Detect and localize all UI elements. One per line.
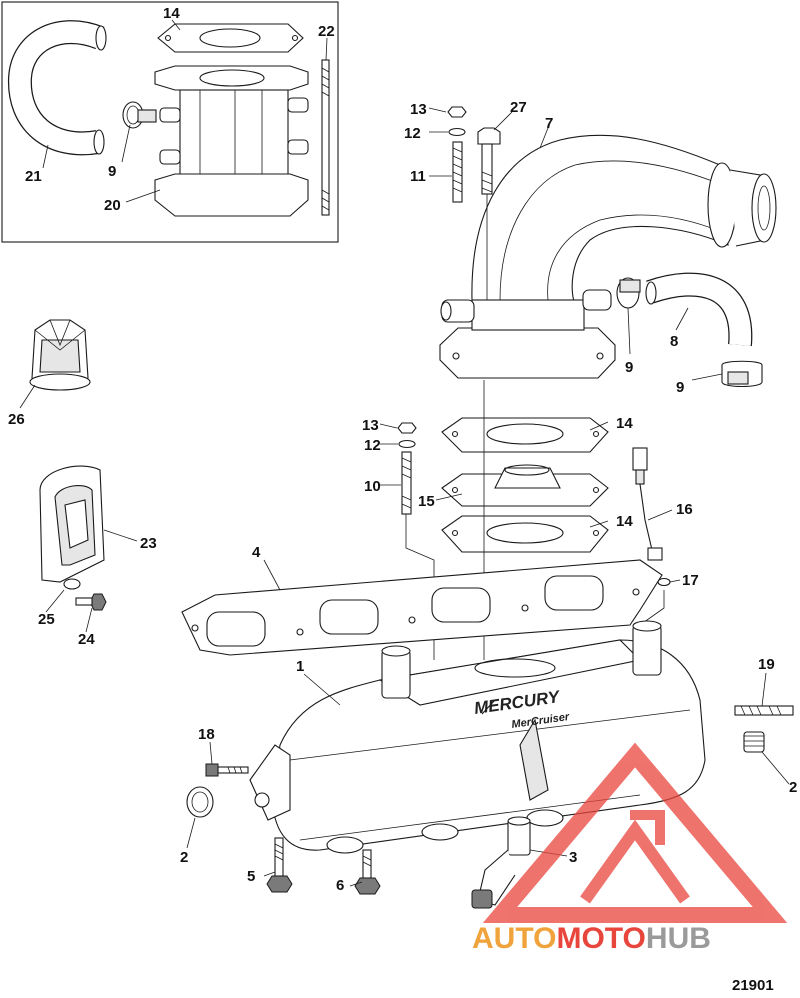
part-14-gasket-inset: [157, 23, 304, 53]
part-3-fitting: [471, 816, 531, 909]
inset-frame: [1, 1, 339, 243]
part-27-bolt: [477, 127, 501, 195]
part-8-hose-end: [645, 281, 657, 305]
callout-14-upper: 14: [616, 415, 633, 432]
callout-27: 27: [510, 99, 527, 116]
callout-25: 25: [38, 611, 55, 628]
part-8-hose: [646, 273, 752, 346]
callout-26: 26: [8, 411, 25, 428]
callout-18: 18: [198, 726, 215, 743]
callout-16: 16: [676, 501, 693, 518]
part-21-hose-end: [95, 25, 107, 51]
callout-21: 21: [25, 168, 42, 185]
part-11-stud-upper: [452, 141, 463, 203]
callout-2-right: 2: [789, 779, 797, 796]
part-2-plug-right: [743, 731, 765, 753]
part-19-stud: [734, 705, 794, 716]
callout-5: 5: [247, 868, 255, 885]
callout-7: 7: [545, 115, 553, 132]
callout-1: 1: [296, 658, 304, 675]
callout-19: 19: [758, 656, 775, 673]
part-6-bolt: [354, 849, 381, 895]
part-21-hose-fill: [9, 21, 104, 155]
leader-17: [639, 590, 665, 626]
part-10-stud: [401, 451, 412, 515]
part-24-bolt: [75, 593, 107, 611]
callout-23: 23: [140, 535, 157, 552]
callout-20: 20: [104, 197, 121, 214]
callout-9-lower: 9: [676, 379, 684, 396]
part-14-gasket-lower: [441, 515, 609, 553]
callout-24: 24: [78, 631, 95, 648]
callout-9-inset: 9: [108, 163, 116, 180]
callout-14-inset: 14: [163, 5, 180, 22]
part-4-manifold-gasket: [181, 559, 663, 656]
part-15-spacer: [441, 464, 609, 507]
part-2-plug-left: [186, 786, 214, 818]
watermark-moto: MOTO: [556, 922, 645, 955]
part-17-o-ring: [657, 577, 671, 587]
callout-12-lower: 12: [364, 437, 381, 454]
part-20-water-box: [154, 65, 309, 217]
watermark-triangle-icon: [482, 742, 788, 923]
callout-14-lower: 14: [616, 513, 633, 530]
part-9-clamp-lower: [721, 360, 763, 388]
part-18-bolt: [205, 763, 249, 777]
part-16-sensor: [632, 447, 663, 561]
part-25-washer: [63, 578, 81, 590]
part-26-flapper-valve: [29, 319, 91, 391]
watermark-auto: AUTO: [472, 922, 556, 955]
callout-10: 10: [364, 478, 381, 495]
leader-lines: [19, 19, 790, 887]
callout-22: 22: [318, 23, 335, 40]
part-13-nut-lower: [397, 422, 417, 434]
watermark-hub: HUB: [646, 922, 711, 955]
callout-3: 3: [569, 849, 577, 866]
part-9-clamp-inset: [122, 101, 157, 129]
part-7-exhaust-elbow: [439, 134, 777, 379]
callout-13-lower: 13: [362, 417, 379, 434]
part-22-stud: [321, 59, 330, 216]
callout-12-upper: 12: [404, 125, 421, 142]
callout-17: 17: [682, 572, 699, 589]
callout-4: 4: [252, 544, 261, 561]
watermark-text: AUTOMOTOHUB: [472, 922, 711, 955]
callout-15: 15: [418, 493, 435, 510]
callout-6: 6: [336, 877, 344, 894]
part-5-bolt: [266, 837, 293, 893]
part-21-hose-end-lower: [93, 129, 105, 155]
part-14-gasket-upper: [441, 417, 609, 453]
part-23-shield: [39, 465, 105, 583]
figure-id: 21901: [732, 977, 774, 994]
callout-labels: 14 22 21 9 20 13 12 11 27 7 9 8 9 13 12 …: [8, 5, 797, 894]
watermark-logo: [482, 742, 788, 923]
part-12-washer-upper: [448, 127, 466, 137]
callout-9-right: 9: [625, 359, 633, 376]
part-13-nut-upper: [447, 106, 467, 118]
callout-11: 11: [410, 168, 426, 185]
watermark-arrow-icon: [630, 810, 665, 845]
watermark-inner-chevron-icon: [580, 819, 690, 904]
callout-2-left: 2: [180, 849, 188, 866]
callout-13-upper: 13: [410, 101, 427, 118]
callout-8: 8: [670, 333, 678, 350]
part-12-washer-lower: [398, 439, 416, 449]
part-9-clamp-upper: [616, 277, 641, 309]
